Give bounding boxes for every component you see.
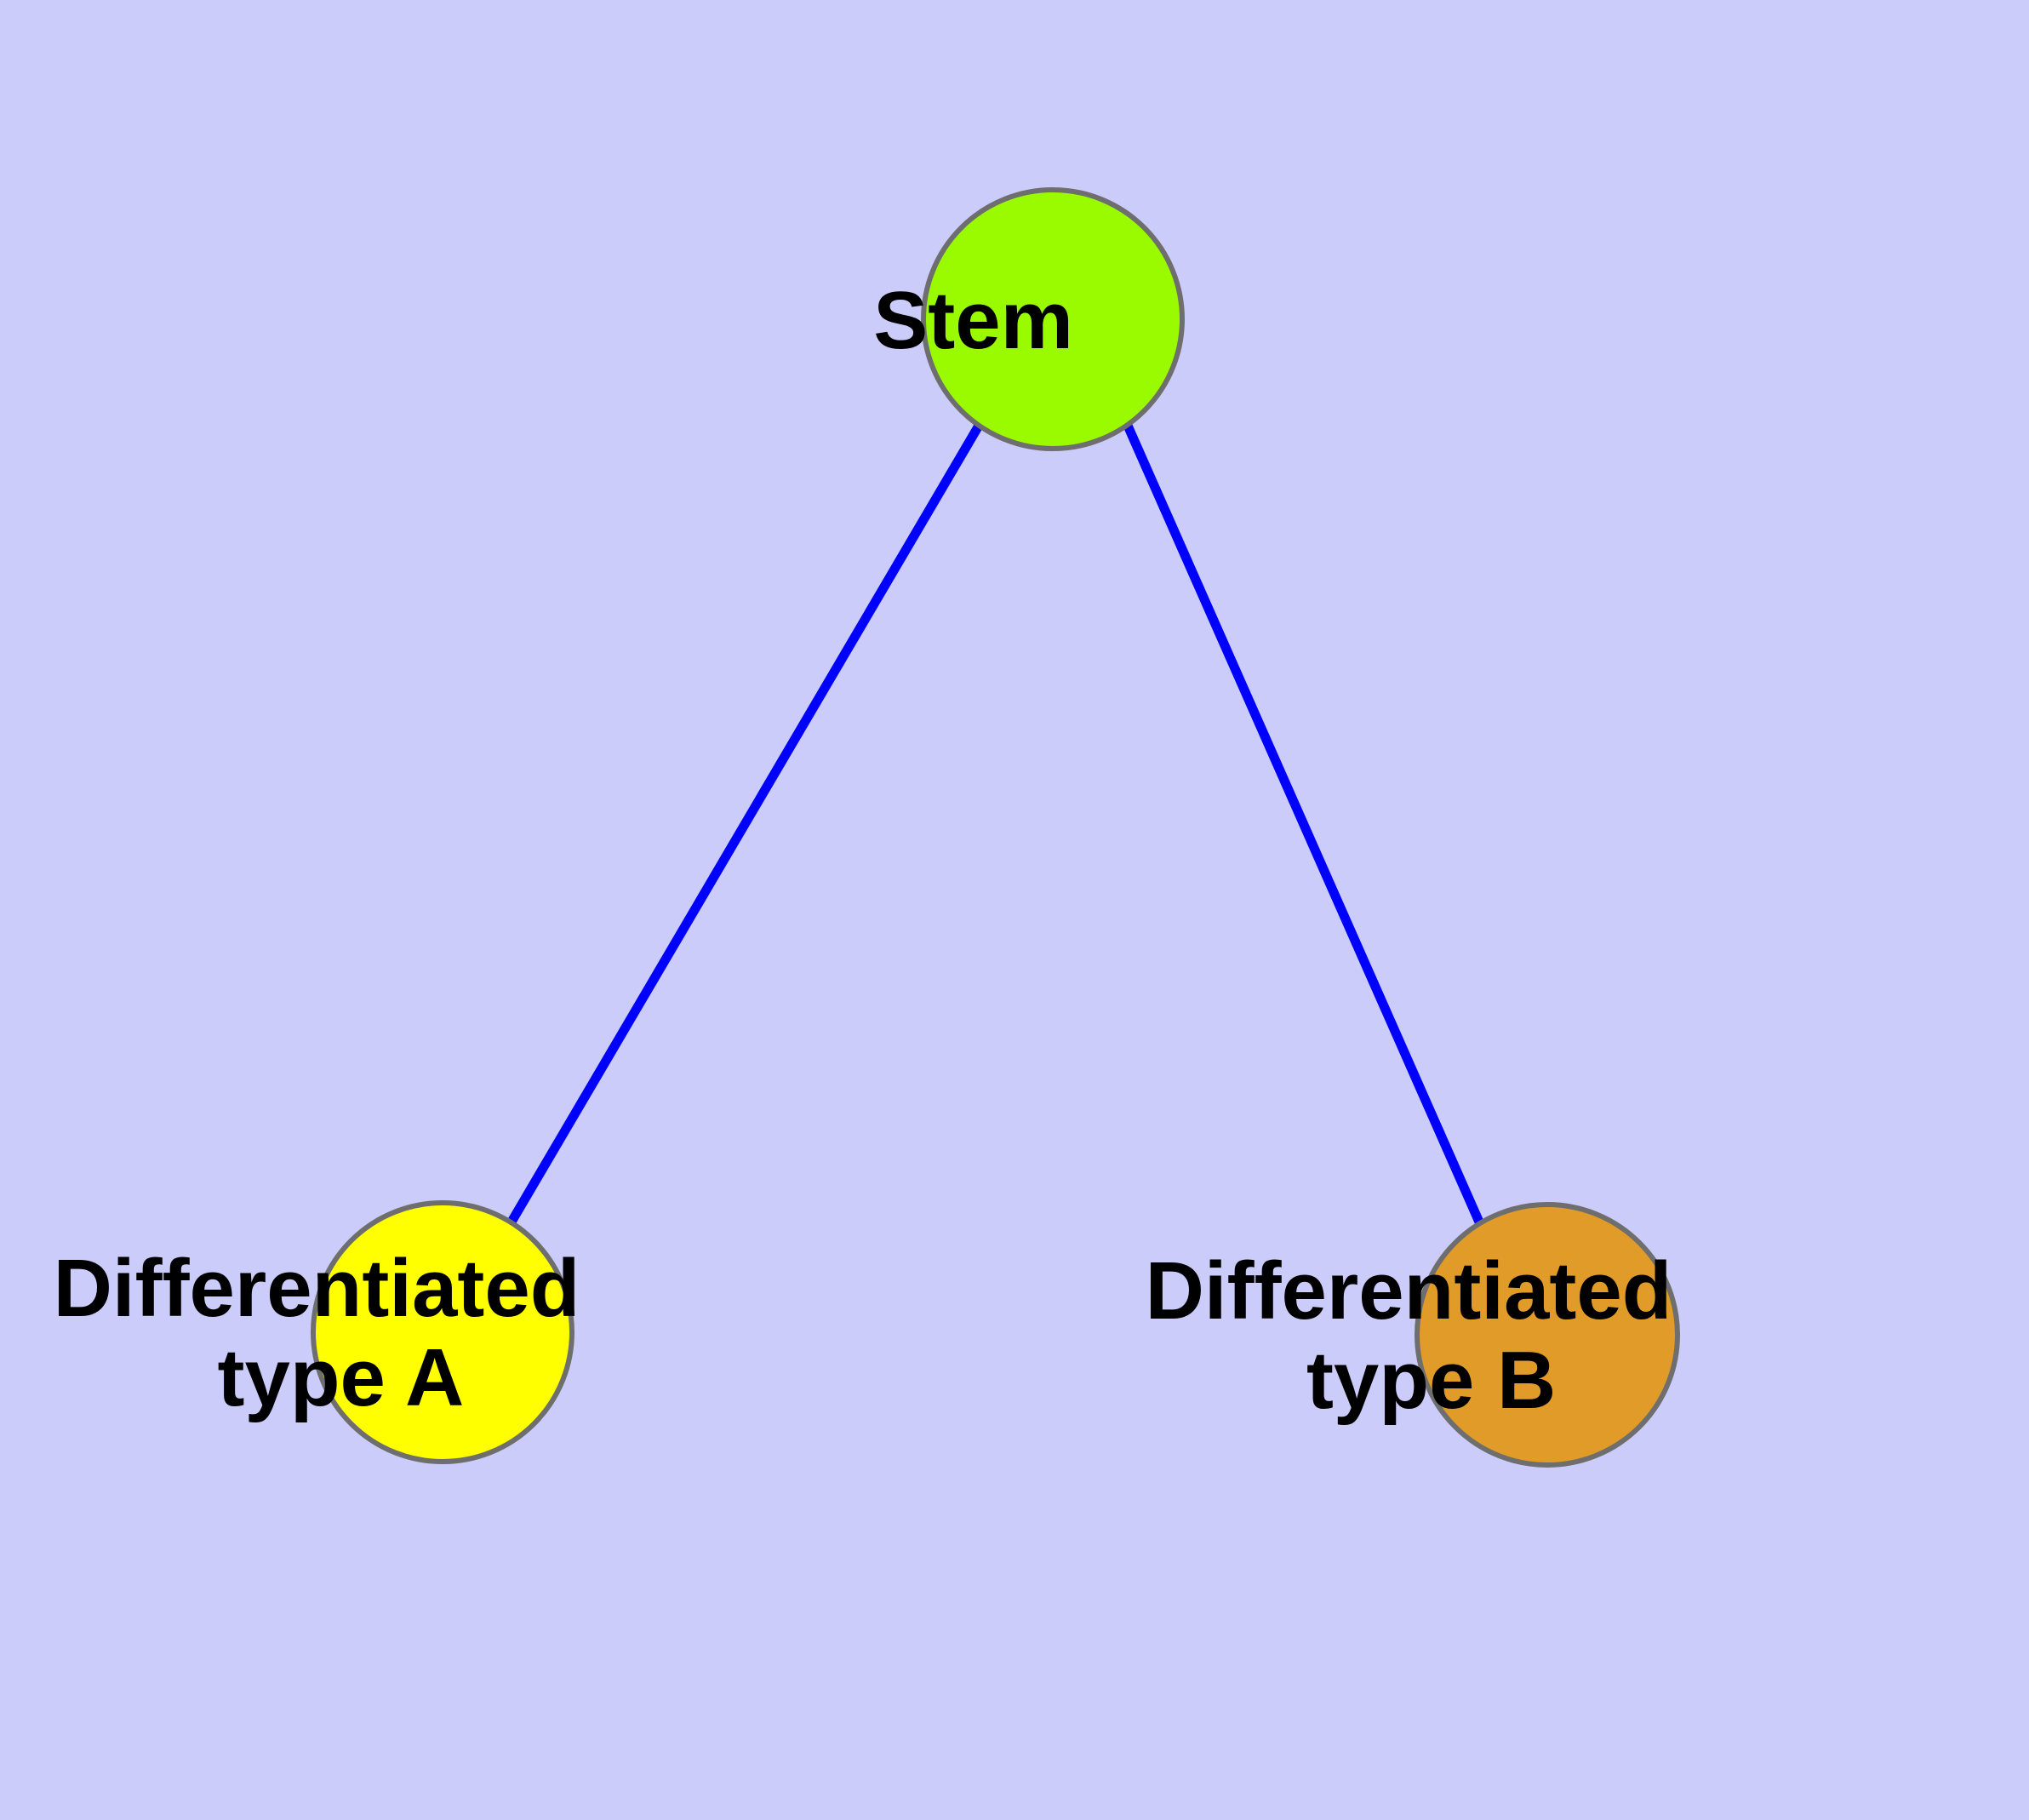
node-differentiated-type-b[interactable]: Differentiated type B: [1146, 1202, 1877, 1468]
node-differentiated-type-a-label-line-2: type A: [218, 1332, 463, 1423]
node-differentiated-type-a-label-line-1: Differentiated: [54, 1243, 580, 1334]
node-stem-label-line-1: Stem: [873, 275, 1073, 366]
node-differentiated-type-b-label-line-1: Differentiated: [1146, 1245, 1672, 1336]
node-differentiated-type-a-label: Differentiated type A: [54, 1243, 785, 1423]
node-differentiated-type-a[interactable]: Differentiated type A: [54, 1200, 785, 1464]
node-differentiated-type-b-label: Differentiated type B: [1146, 1245, 1877, 1426]
node-stem[interactable]: Stem: [873, 187, 1232, 451]
edges-layer: [506, 423, 1486, 1228]
node-differentiated-type-a-circle[interactable]: [311, 1200, 574, 1464]
node-stem-label: Stem: [873, 275, 1232, 366]
nodes-layer: Stem Differentiated type A Differentiate…: [54, 187, 1877, 1468]
edge-stem-to-differentiated-type-a[interactable]: [506, 423, 983, 1226]
node-differentiated-type-b-circle[interactable]: [1415, 1202, 1680, 1468]
edge-stem-to-differentiated-type-b[interactable]: [1123, 423, 1486, 1228]
node-differentiated-type-b-label-line-2: type B: [1306, 1335, 1556, 1426]
node-stem-circle[interactable]: [921, 187, 1185, 451]
